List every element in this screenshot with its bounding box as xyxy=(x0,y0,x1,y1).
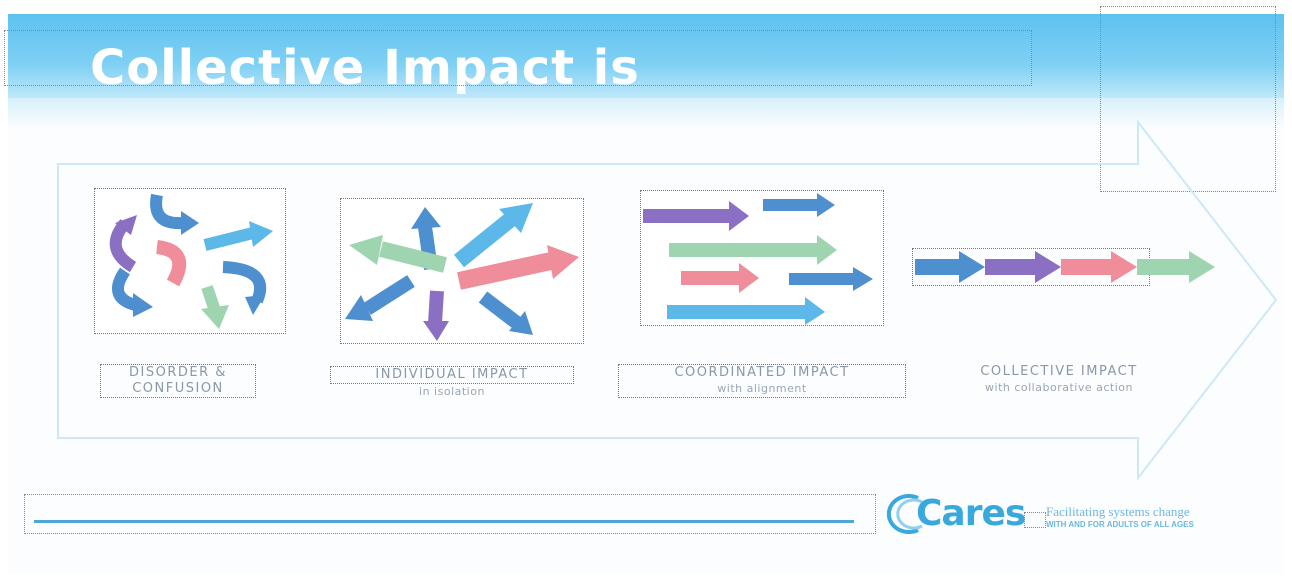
bar-sky xyxy=(667,305,807,319)
bar-blue-mid xyxy=(789,273,855,285)
chain-blue xyxy=(915,259,961,275)
curved-arrow-blue-left xyxy=(112,267,137,311)
stage-label-sub: in isolation xyxy=(419,385,485,398)
arrow-diag-sky xyxy=(453,212,517,268)
logo-badge-box[interactable] xyxy=(1024,512,1046,528)
arrow-down-purple xyxy=(428,290,444,324)
title-placeholder-box[interactable] xyxy=(4,30,1032,86)
stage-label-line1: COLLECTIVE IMPACT xyxy=(980,364,1138,379)
stage-label-line1: INDIVIDUAL IMPACT xyxy=(330,366,574,384)
stage-label-line2: CONFUSION xyxy=(132,381,224,396)
stage-label-sub: with alignment xyxy=(717,382,807,395)
stage-label-coordinated: COORDINATED IMPACT with alignment xyxy=(618,364,906,398)
arrow-head-blue-left xyxy=(133,293,153,317)
arrow-head-green xyxy=(201,305,229,329)
chain-purple xyxy=(985,259,1037,275)
bar-purple xyxy=(643,209,731,223)
footer-subtagline: WITH AND FOR ADULTS OF ALL AGES xyxy=(1046,520,1194,529)
stage-label-line1: COORDINATED IMPACT xyxy=(674,365,850,380)
curved-arrow-pink xyxy=(155,240,187,287)
curved-arrow-blue-top xyxy=(150,193,184,230)
bar-blue-top xyxy=(763,199,819,211)
bar-pink xyxy=(681,271,741,285)
image-placeholder-box[interactable] xyxy=(1100,6,1276,192)
cares-logo-icon xyxy=(886,494,923,534)
title-bar-fade xyxy=(8,98,1284,128)
straight-arrow-green xyxy=(201,285,221,313)
bar-green xyxy=(669,243,819,257)
individual-diagram xyxy=(340,198,584,344)
footer-divider xyxy=(34,520,854,523)
chain-pink xyxy=(1061,259,1113,275)
stage-label-line1: DISORDER & xyxy=(129,365,227,380)
stage-label-individual: INDIVIDUAL IMPACT in isolation xyxy=(330,366,574,400)
arrow-head-sky xyxy=(249,221,273,247)
arrow-head-blue-top xyxy=(181,211,199,235)
curved-arrow-blue-right xyxy=(222,261,267,304)
cares-logo-text: Cares xyxy=(916,493,1026,534)
arrow-head-blue-right xyxy=(245,295,265,315)
stage-label-disorder: DISORDER & CONFUSION xyxy=(100,364,256,398)
title-bar xyxy=(8,14,1284,98)
disorder-diagram xyxy=(94,188,286,334)
straight-arrow-sky xyxy=(203,227,255,251)
stage-label-sub: with collaborative action xyxy=(985,381,1133,394)
arrow-head-purple xyxy=(115,215,137,235)
stage-label-collective: COLLECTIVE IMPACT with collaborative act… xyxy=(926,364,1192,396)
footer-placeholder-box[interactable] xyxy=(24,494,876,534)
collective-diagram xyxy=(912,248,1215,286)
arrow-downleft-blue xyxy=(363,275,415,315)
arrow-downright-blue xyxy=(478,291,522,329)
arrow-right-pink xyxy=(457,252,553,290)
arrow-left-green xyxy=(379,241,447,273)
slide-title: Collective Impact is xyxy=(90,40,640,96)
coordinated-diagram xyxy=(640,190,884,326)
chain-green xyxy=(1137,259,1191,275)
footer-tagline: Facilitating systems change xyxy=(1046,504,1190,519)
progress-arrow-shape xyxy=(57,119,1278,481)
